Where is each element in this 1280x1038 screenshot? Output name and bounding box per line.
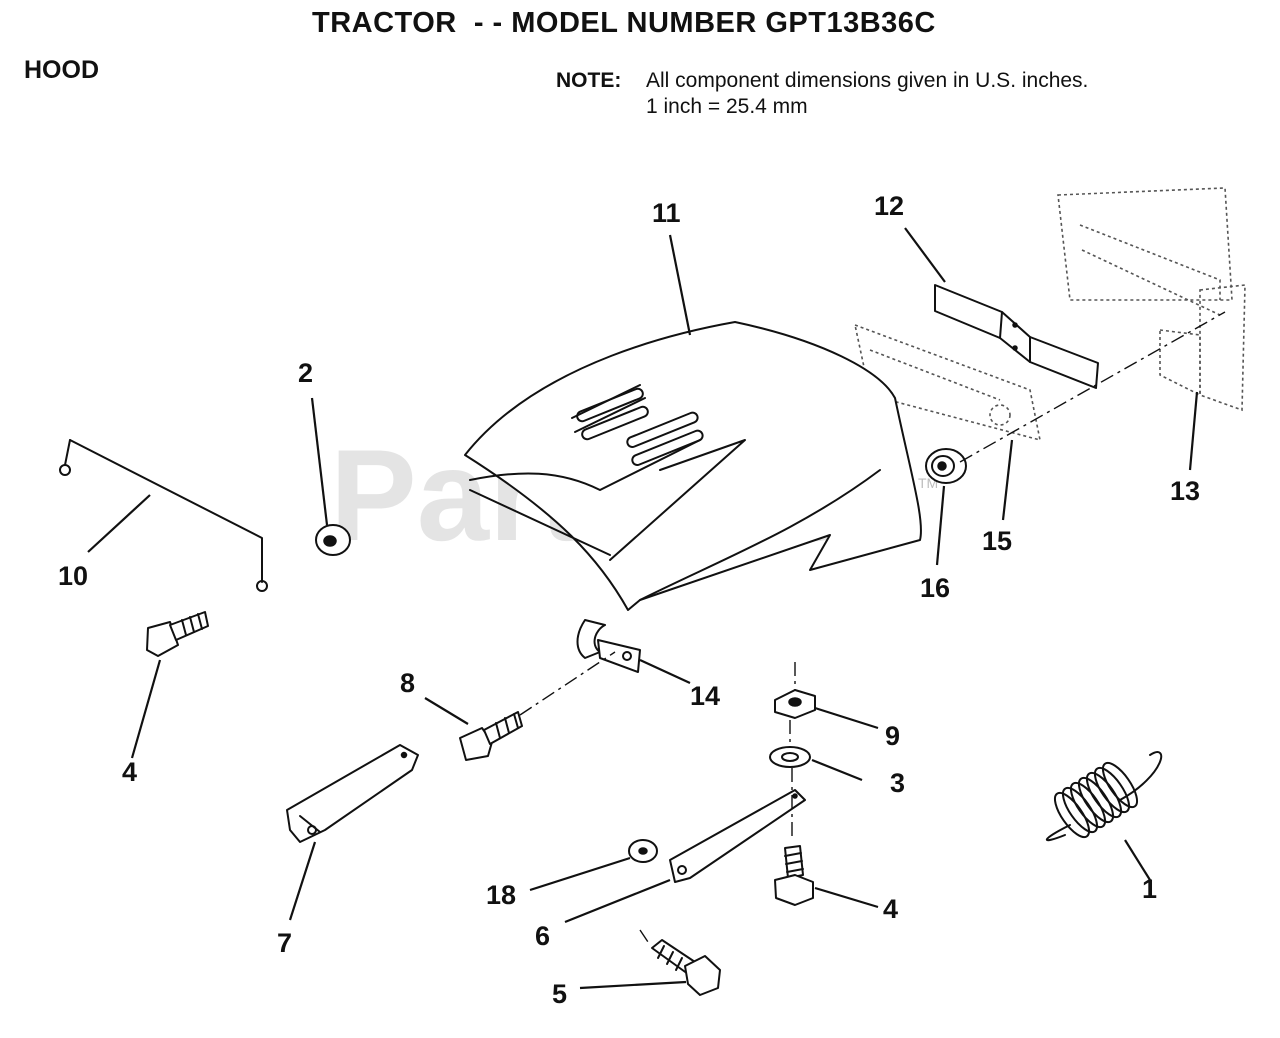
- callout-11: 11: [652, 198, 681, 228]
- bracket-part-7: [286, 744, 419, 843]
- leader-lines: [87, 227, 1199, 990]
- section-title: HOOD: [24, 56, 99, 84]
- assembly-lines: [519, 311, 1226, 946]
- callout-15: 15: [982, 526, 1012, 556]
- washer-part-18: [628, 839, 658, 863]
- clip-part: [576, 619, 641, 673]
- callout-9: 9: [885, 721, 900, 751]
- callout-12: 12: [874, 191, 904, 221]
- bolt-part-8: [459, 711, 523, 761]
- callout-8: 8: [400, 668, 415, 698]
- callout-7: 7: [277, 928, 292, 958]
- callout-10: 10: [58, 561, 88, 591]
- bolt-part-5: [651, 939, 721, 996]
- callout-1: 1: [1142, 874, 1157, 904]
- note-label: NOTE:: [556, 69, 621, 92]
- callout-5: 5: [552, 979, 567, 1009]
- hood-part: [464, 321, 922, 611]
- bolt-part-right: [774, 845, 814, 906]
- bolt-part-left: [146, 611, 209, 657]
- note-line-1: All component dimensions given in U.S. i…: [646, 69, 1088, 92]
- washer-part: [769, 746, 811, 768]
- page-title: TRACTOR - - MODEL NUMBER GPT13B36C: [312, 7, 936, 39]
- callout-2: 2: [298, 358, 313, 388]
- callout-4-right: 4: [883, 894, 898, 924]
- tractor-frame-part: [853, 187, 1246, 442]
- callout-6: 6: [535, 921, 550, 951]
- nut-part: [315, 524, 351, 556]
- spring-part: [1045, 751, 1163, 842]
- bracket-part-6: [669, 789, 806, 883]
- callout-14: 14: [690, 681, 720, 711]
- callout-18: 18: [486, 880, 516, 910]
- callout-13: 13: [1170, 476, 1200, 506]
- callout-16: 16: [920, 573, 950, 603]
- flange-nut-part: [925, 448, 967, 484]
- hood-rod-part: [59, 439, 268, 592]
- nut-part-9: [774, 689, 816, 719]
- hood-bracket-part: [934, 284, 1099, 389]
- callout-3: 3: [890, 768, 905, 798]
- note-line-2: 1 inch = 25.4 mm: [646, 95, 808, 118]
- callout-4-left: 4: [122, 757, 137, 787]
